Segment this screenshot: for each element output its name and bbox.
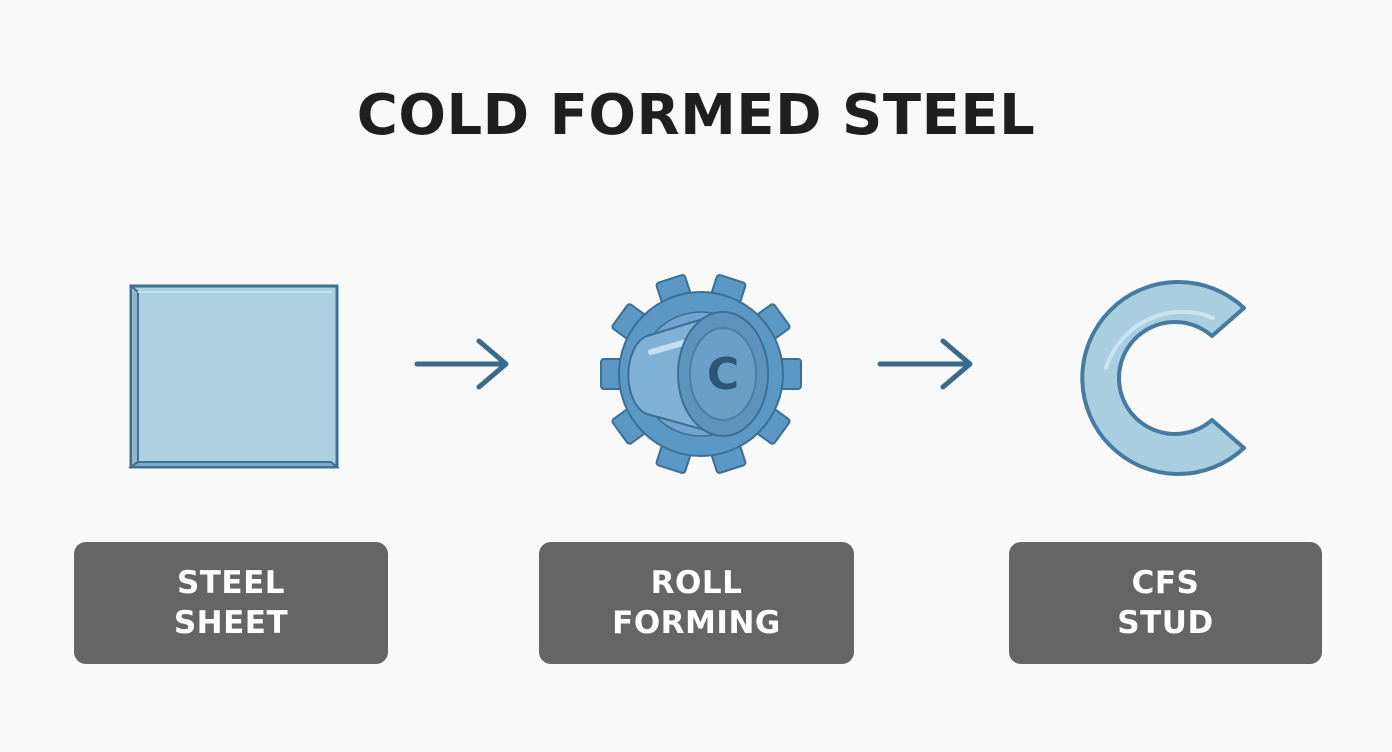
step-label-line: FORMING xyxy=(612,605,781,641)
arrow-right-icon xyxy=(414,338,509,390)
step-label-line: STEEL xyxy=(176,565,286,601)
step-label-line: STUD xyxy=(1117,605,1214,641)
diagram-title: COLD FORMED STEEL xyxy=(356,83,1036,148)
step-label-cfs-stud: CFS STUD xyxy=(1009,542,1322,664)
roller-mark: C xyxy=(707,349,739,400)
steel-sheet-icon xyxy=(127,283,340,469)
step-label-line: CFS xyxy=(1131,565,1200,601)
roll-forming-gear-icon: C xyxy=(600,274,802,474)
step-label-steel-sheet: STEEL SHEET xyxy=(74,542,388,664)
cfs-c-stud-icon xyxy=(1080,280,1246,476)
step-label-line: ROLL xyxy=(650,565,743,601)
arrow-right-icon xyxy=(877,338,973,390)
step-label-line: SHEET xyxy=(173,605,289,641)
step-label-roll-forming: ROLL FORMING xyxy=(539,542,854,664)
